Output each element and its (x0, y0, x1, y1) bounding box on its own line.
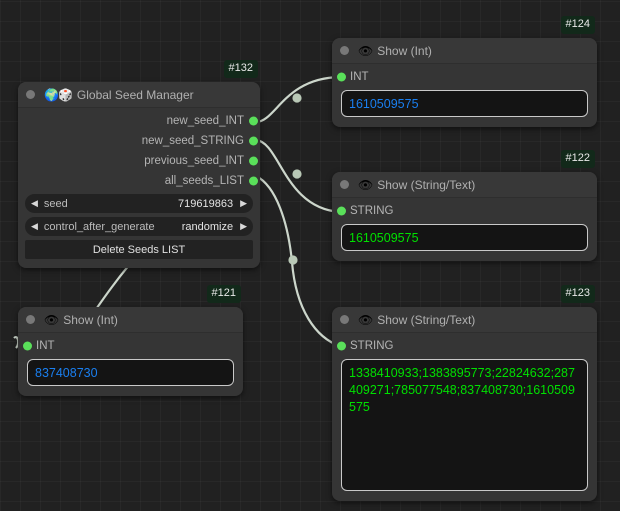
node-show-string-122[interactable]: #122 👁 Show (String/Text) STRING 1610509… (332, 150, 597, 261)
output-port-dot[interactable] (249, 176, 258, 186)
input-slot-label: STRING (350, 340, 394, 352)
node-titlebar[interactable]: 👁 Show (Int) (18, 307, 243, 333)
chevron-left-icon[interactable]: ◀ (31, 198, 38, 208)
widgets-area: ◀ seed 719619863 ▶ ◀ control_after_gener… (18, 191, 260, 268)
control-after-generate-label: control_after_generate (43, 220, 155, 233)
node-titlebar[interactable]: 👁 Show (Int) (332, 38, 597, 64)
eye-icon: 👁 (358, 177, 373, 192)
display-value-box[interactable]: 1610509575 (341, 90, 588, 117)
control-after-generate-widget[interactable]: ◀ control_after_generate randomize ▶ (25, 217, 253, 236)
link-midpoint-dot[interactable] (292, 93, 302, 103)
link-new-seed-string (255, 138, 341, 214)
input-port-dot[interactable] (337, 341, 346, 351)
link-midpoint-dot[interactable] (288, 255, 298, 265)
display-area: 1610509575 (332, 87, 597, 127)
output-slot-label: new_seed_STRING (141, 135, 244, 147)
node-body: INT 837408730 (18, 333, 243, 396)
node-id-badge: #123 (560, 285, 595, 303)
node-title-label: Show (String/Text) (377, 312, 476, 327)
node-show-int-124[interactable]: #124 👁 Show (Int) INT 1610509575 (332, 16, 597, 127)
link-all-seeds-list (255, 175, 341, 348)
input-slot-label: INT (36, 340, 55, 352)
node-show-string-123[interactable]: #123 👁 Show (String/Text) STRING 1338410… (332, 285, 597, 501)
display-value-box[interactable]: 1338410933;1383895773;22824632;287409271… (341, 359, 588, 491)
collapse-toggle-icon[interactable] (26, 90, 35, 99)
input-slot-string[interactable]: STRING (332, 201, 597, 221)
globe-dice-icon: 🌍🎲 (44, 87, 73, 102)
input-slot-label: STRING (350, 205, 394, 217)
eye-icon: 👁 (44, 312, 59, 327)
chevron-left-icon[interactable]: ◀ (31, 221, 38, 231)
node-id-badge: #121 (206, 285, 241, 303)
collapse-toggle-icon[interactable] (340, 180, 349, 189)
node-titlebar[interactable]: 👁 Show (String/Text) (332, 172, 597, 198)
seed-widget[interactable]: ◀ seed 719619863 ▶ (25, 194, 253, 213)
input-port-dot[interactable] (337, 72, 346, 82)
output-slot-new-seed-string[interactable]: new_seed_STRING (18, 131, 260, 151)
node-titlebar[interactable]: 👁 Show (String/Text) (332, 307, 597, 333)
display-area: 837408730 (18, 356, 243, 396)
collapse-toggle-icon[interactable] (340, 315, 349, 324)
display-value-box[interactable]: 1610509575 (341, 224, 588, 251)
output-port-dot[interactable] (249, 136, 258, 146)
output-slot-label: all_seeds_LIST (164, 175, 244, 187)
node-body: INT 1610509575 (332, 64, 597, 127)
input-port-dot[interactable] (337, 206, 346, 216)
collapse-toggle-icon[interactable] (26, 315, 35, 324)
link-midpoint-dot[interactable] (292, 169, 302, 179)
input-slot-int[interactable]: INT (332, 67, 597, 87)
output-slot-all-seeds-list[interactable]: all_seeds_LIST (18, 171, 260, 191)
link-new-seed-int (255, 75, 341, 124)
node-body: STRING 1610509575 (332, 198, 597, 261)
control-after-generate-value[interactable]: randomize (181, 220, 234, 233)
node-id-badge: #132 (223, 60, 258, 78)
node-title-label: Show (String/Text) (377, 177, 476, 192)
node-global-seed-manager[interactable]: #132 🌍🎲 Global Seed Manager new_seed_INT… (18, 60, 260, 268)
seed-widget-label: seed (43, 197, 68, 210)
input-port-dot[interactable] (23, 341, 32, 351)
seed-widget-value[interactable]: 719619863 (178, 197, 234, 210)
eye-icon: 👁 (358, 312, 373, 327)
node-body: STRING 1338410933;1383895773;22824632;28… (332, 333, 597, 501)
node-id-badge: #122 (560, 150, 595, 168)
input-slot-int[interactable]: INT (18, 336, 243, 356)
output-port-dot[interactable] (249, 116, 258, 126)
eye-icon: 👁 (358, 43, 373, 58)
chevron-right-icon[interactable]: ▶ (240, 221, 247, 231)
output-port-dot[interactable] (249, 156, 258, 166)
node-title-label: Show (Int) (377, 43, 432, 58)
output-slot-label: new_seed_INT (166, 115, 244, 127)
chevron-right-icon[interactable]: ▶ (240, 198, 247, 208)
display-area: 1338410933;1383895773;22824632;287409271… (332, 356, 597, 501)
node-body: new_seed_INT new_seed_STRING previous_se… (18, 108, 260, 268)
node-id-badge: #124 (560, 16, 595, 34)
output-slot-label: previous_seed_INT (144, 155, 244, 167)
node-title-label: Show (Int) (63, 312, 118, 327)
collapse-toggle-icon[interactable] (340, 46, 349, 55)
input-slot-string[interactable]: STRING (332, 336, 597, 356)
node-show-int-121[interactable]: #121 👁 Show (Int) INT 837408730 (18, 285, 243, 396)
display-area: 1610509575 (332, 221, 597, 261)
node-title-label: Global Seed Manager (76, 87, 194, 102)
display-value-box[interactable]: 837408730 (27, 359, 234, 386)
node-titlebar[interactable]: 🌍🎲 Global Seed Manager (18, 82, 260, 108)
delete-seeds-list-button[interactable]: Delete Seeds LIST (25, 240, 253, 259)
output-slot-new-seed-int[interactable]: new_seed_INT (18, 111, 260, 131)
input-slot-label: INT (350, 71, 369, 83)
output-slot-previous-seed-int[interactable]: previous_seed_INT (18, 151, 260, 171)
